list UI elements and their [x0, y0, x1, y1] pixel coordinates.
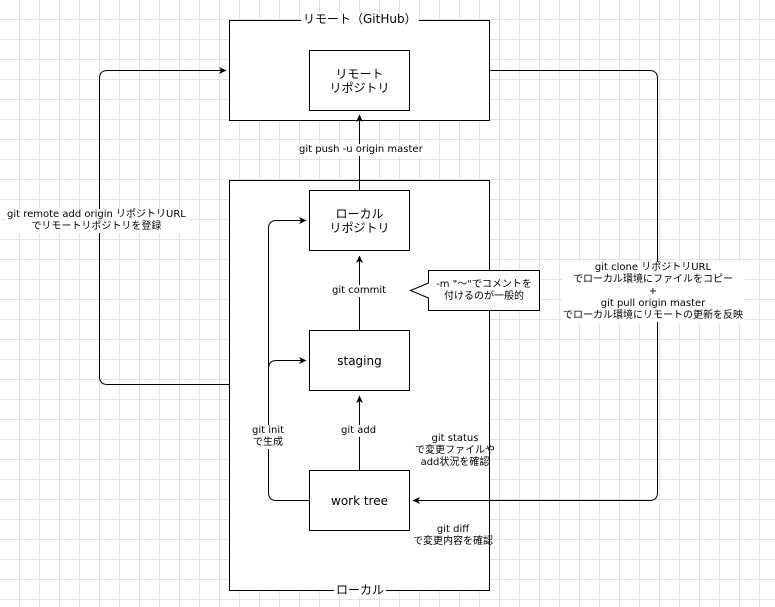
callout-note: -m "～"でコメントを 付けるのが一般的 — [429, 279, 539, 303]
remote-repository-line2: リポジトリ — [329, 80, 390, 95]
commit-label: git commit — [331, 285, 388, 297]
callout-line2: 付けるのが一般的 — [444, 291, 524, 302]
staging-node: staging — [309, 330, 410, 391]
work-tree-node: work tree — [309, 470, 410, 531]
add-label: git add — [340, 425, 378, 437]
callout-shape — [409, 270, 540, 311]
local-repository-node: ローカル リポジトリ — [309, 190, 410, 251]
local-repository-line2: リポジトリ — [329, 220, 390, 235]
callout-line1: -m "～"でコメントを — [436, 279, 532, 290]
remote-container-title: リモート（GitHub） — [301, 12, 419, 26]
diff-label: git diff で変更内容を確認 — [413, 524, 493, 547]
remote-repository-node: リモート リポジトリ — [309, 50, 410, 111]
local-repository-line1: ローカル — [335, 206, 384, 221]
init-edge-to-staging — [268, 357, 307, 369]
remote-add-label: git remote add origin リポジトリURL でリモートリポジト… — [6, 209, 187, 233]
init-edge-to-repo — [268, 217, 310, 501]
clone-pull-label: git clone リポジトリURL でローカル環境にファイルをコピー + gi… — [562, 262, 744, 322]
remote-repository-line1: リモート — [335, 66, 384, 81]
status-label: git status で変更ファイルや add状況を確認 — [415, 433, 495, 468]
push-label: git push -u origin master — [298, 144, 424, 156]
work-tree-label: work tree — [331, 493, 388, 508]
init-label: git init で生成 — [251, 425, 286, 449]
local-container-title: ローカル — [334, 583, 387, 597]
staging-label: staging — [337, 353, 382, 368]
